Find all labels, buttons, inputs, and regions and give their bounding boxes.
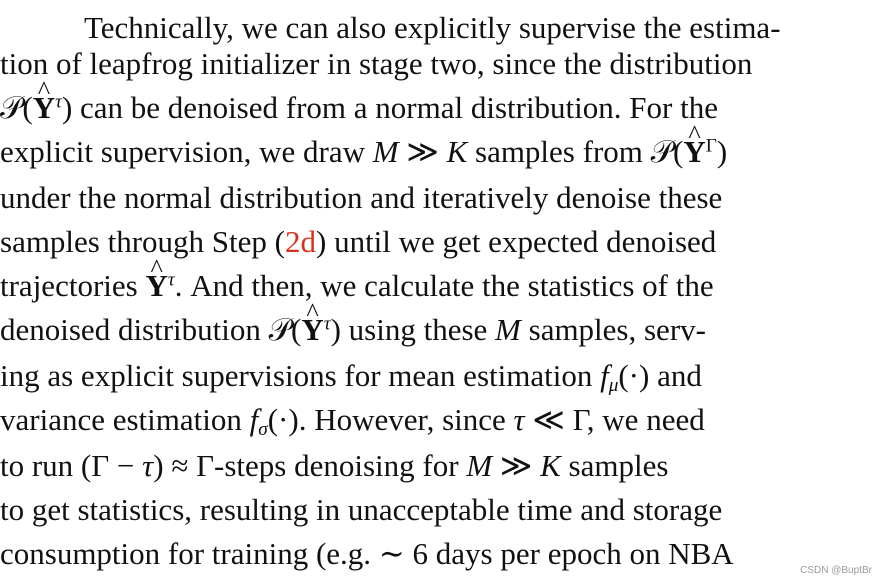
math-f: f <box>249 402 259 437</box>
text-line-9: ing as explicit supervisions for mean es… <box>0 360 702 395</box>
line-4-suffix: ) <box>716 134 728 169</box>
text-line-2: tion of leapfrog initializer in stage tw… <box>0 48 752 79</box>
line-8-suffix: samples, serv- <box>520 312 706 347</box>
much-greater-symbol: ≫ <box>492 448 541 483</box>
text-line-7: trajectories ^Yτ. And then, we calculate… <box>0 255 714 303</box>
gamma-superscript: Γ <box>705 135 717 157</box>
tau-superscript: τ <box>55 91 62 113</box>
y-symbol: Y <box>145 268 168 303</box>
step-reference-link[interactable]: 2d <box>285 224 316 259</box>
hat-accent: ^ <box>306 297 319 327</box>
line-12-text: to get statistics, resulting in unaccept… <box>0 492 723 527</box>
math-f: f <box>600 358 609 393</box>
line-6-suffix: ) until we get expected denoised <box>316 224 717 259</box>
line-3-suffix: ) can be denoised from a normal distribu… <box>61 90 718 125</box>
text-line-11: to run (Γ − τ) ≈ Γ-steps denoising for M… <box>0 450 668 481</box>
hat-accent: ^ <box>150 253 163 283</box>
y-symbol: Y <box>301 312 324 347</box>
text-line-8: denoised distribution 𝒫(^Yτ) using these… <box>0 299 706 347</box>
math-tau: τ <box>142 448 154 483</box>
y-hat-symbol: ^Y <box>32 77 56 125</box>
math-k: K <box>540 448 561 483</box>
line-4-prefix: explicit supervision, we draw <box>0 134 373 169</box>
watermark: CSDN @BuptBr <box>800 565 872 576</box>
math-m: M <box>466 448 493 483</box>
tau-superscript: τ <box>323 313 331 335</box>
hat-accent: ^ <box>37 75 51 105</box>
line-10-middle: (·). However, since <box>267 402 514 437</box>
sigma-subscript: σ <box>258 418 268 440</box>
line-10-suffix: ≪ Γ, we need <box>524 402 705 437</box>
line-7-prefix: trajectories <box>0 268 146 303</box>
text-line-10: variance estimation fσ(·). However, sinc… <box>0 404 705 439</box>
much-greater-symbol: ≫ <box>398 134 447 169</box>
line-11-suffix: samples <box>560 448 669 483</box>
line-10-prefix: variance estimation <box>0 402 250 437</box>
line-5-text: under the normal distribution and iterat… <box>0 180 723 215</box>
line-13-text: consumption for training (e.g. ∼ 6 days … <box>0 536 734 571</box>
line-11-prefix: to run (Γ − <box>0 448 143 483</box>
y-hat-symbol: ^Y <box>145 255 168 303</box>
line-8-middle: ) using these <box>330 312 496 347</box>
line-8-prefix: denoised distribution 𝒫( <box>0 312 302 347</box>
math-tau: τ <box>513 402 525 437</box>
mu-subscript: μ <box>608 374 619 396</box>
line-6-prefix: samples through Step ( <box>0 224 285 259</box>
line-2-text: tion of leapfrog initializer in stage tw… <box>0 46 753 81</box>
text-line-12: to get statistics, resulting in unaccept… <box>0 494 722 525</box>
text-line-13: consumption for training (e.g. ∼ 6 days … <box>0 538 734 569</box>
math-m: M <box>495 312 521 347</box>
math-m: M <box>372 134 399 169</box>
line-7-suffix: . And then, we calculate the statistics … <box>174 268 714 303</box>
y-hat-symbol: ^Y <box>301 299 324 347</box>
text-line-6: samples through Step (2d) until we get e… <box>0 226 716 257</box>
y-symbol: Y <box>683 134 706 169</box>
text-line-4: explicit supervision, we draw M ≫ K samp… <box>0 121 728 169</box>
text-line-5: under the normal distribution and iterat… <box>0 182 722 213</box>
line-9-prefix: ing as explicit supervisions for mean es… <box>0 358 601 393</box>
line-11-middle: ) ≈ Γ-steps denoising for <box>153 448 467 483</box>
line-9-suffix: (·) and <box>618 358 702 393</box>
text-line-3: 𝒫(^Yτ) can be denoised from a normal dis… <box>0 77 718 125</box>
y-hat-symbol: ^Y <box>683 121 706 169</box>
y-symbol: Y <box>32 90 56 125</box>
line-3-prefix: 𝒫( <box>0 90 33 125</box>
hat-accent: ^ <box>688 119 701 149</box>
math-k: K <box>446 134 468 169</box>
line-1-text: Technically, we can also explicitly supe… <box>84 10 781 45</box>
text-line-1: Technically, we can also explicitly supe… <box>84 12 781 43</box>
line-4-middle: samples from 𝒫( <box>467 134 684 169</box>
tau-superscript: τ <box>167 269 175 291</box>
